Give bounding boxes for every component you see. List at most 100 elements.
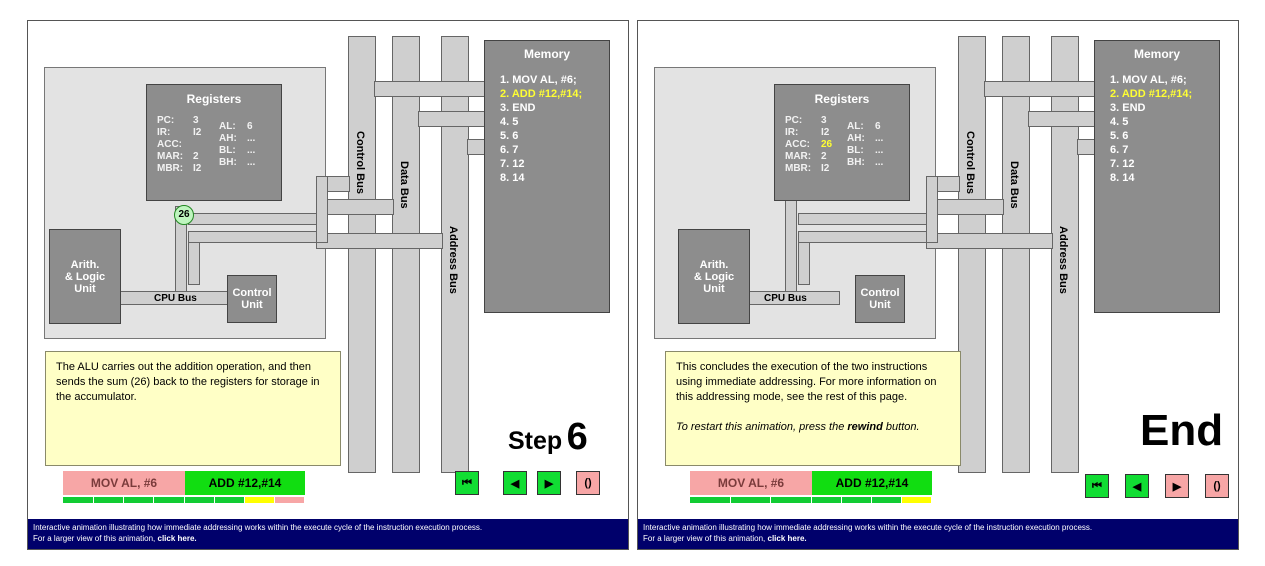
step-back-button[interactable]: ◀ (503, 471, 527, 495)
progress-segment (842, 497, 872, 503)
memory-item: 8. 14 (500, 172, 525, 184)
registers-title: Registers (814, 92, 870, 106)
cpu-bus-control-h (188, 231, 318, 243)
footer-link[interactable]: click here. (767, 534, 807, 543)
progress-segment (690, 497, 731, 503)
registers-box: Registers PC:3 IR:I2 ACC:26 MAR:2 MBR:I2… (774, 84, 910, 201)
footer-link[interactable]: click here. (157, 534, 197, 543)
registers-right: AL:6 AH:... BL:... BH:... (219, 121, 255, 169)
progress-bar (690, 497, 932, 503)
reg-label: MAR: (157, 151, 184, 162)
instruction-2: ADD #12,#14 (185, 471, 305, 495)
autoplay-icon: () (584, 477, 592, 489)
control-bus-label: Control Bus (964, 131, 976, 194)
step-forward-button[interactable]: ▶ (537, 471, 561, 495)
reg-value: 3 (193, 115, 199, 126)
memory-link-1 (374, 81, 486, 97)
address-bus-label: Address Bus (1057, 226, 1069, 294)
reg-label: BL: (219, 145, 236, 156)
autoplay-button[interactable]: () (576, 471, 600, 495)
reg-value: ... (875, 145, 884, 156)
progress-bar (63, 497, 305, 503)
restart-hint: To restart this animation, press the rew… (676, 420, 950, 435)
autoplay-icon: () (1213, 480, 1221, 492)
memory-item: 5. 6 (500, 130, 519, 142)
cpu-address-link (316, 233, 443, 249)
footer-line2: For a larger view of this animation, (33, 534, 158, 543)
footer-line1: Interactive animation illustrating how i… (643, 523, 1093, 532)
info-text: This concludes the execution of the two … (676, 361, 937, 403)
memory-link-2 (418, 111, 486, 127)
progress-segment (185, 497, 215, 503)
reg-label: ACC: (157, 139, 182, 150)
memory-item: 3. END (500, 102, 536, 114)
rewind-button[interactable]: ⏮ (455, 471, 479, 495)
progress-segment (731, 497, 771, 503)
footer-line1: Interactive animation illustrating how i… (33, 523, 483, 532)
memory-item: 1. MOV AL, #6; (1110, 74, 1187, 86)
reg-value: ... (875, 157, 884, 168)
restart-hint-suffix: button. (882, 421, 920, 433)
progress-segment (771, 497, 812, 503)
data-bus (1002, 36, 1030, 473)
memory-item: 5. 6 (1110, 130, 1129, 142)
registers-left: PC:3 IR:I2 ACC:26 MAR:2 MBR:I2 (785, 115, 832, 175)
instruction-1: MOV AL, #6 (63, 471, 185, 495)
reg-value: ... (247, 157, 256, 168)
reg-label: MBR: (785, 163, 812, 174)
reg-value-acc: 26 (821, 139, 833, 150)
reg-value: I2 (193, 163, 202, 174)
rewind-icon: ⏮ (462, 476, 472, 489)
address-bus (1051, 36, 1079, 473)
data-bus-label: Data Bus (1008, 161, 1020, 209)
reg-label: PC: (785, 115, 803, 126)
step-forward-button[interactable]: ▶ (1165, 474, 1189, 498)
cpu-bus-top (798, 213, 928, 225)
step-back-icon: ◀ (1132, 480, 1142, 493)
alu-box: Arith. & Logic Unit (49, 229, 121, 324)
progress-segment-current (245, 497, 275, 503)
end-label: End (1140, 406, 1224, 455)
progress-segment (872, 497, 902, 503)
progress-segment (63, 497, 94, 503)
animation-panel-step6: CPU Bus Registers PC:3 IR:I2 ACC: MAR:2 … (27, 20, 629, 550)
step-indicator: Step 6 (508, 416, 588, 459)
control-bus (348, 36, 376, 473)
data-bus-label: Data Bus (398, 161, 410, 209)
data-bus (392, 36, 420, 473)
reg-label: IR: (157, 127, 171, 138)
memory-title: Memory (523, 47, 570, 61)
reg-value: I2 (821, 127, 830, 138)
reg-label: AL: (219, 121, 236, 132)
progress-segment (154, 497, 185, 503)
reg-value: 6 (875, 121, 881, 132)
memory-item: 7. 12 (500, 158, 525, 170)
instruction-2: ADD #12,#14 (812, 471, 932, 495)
data-token: 26 (174, 205, 194, 225)
reg-label: AH: (847, 133, 865, 144)
info-box: This concludes the execution of the two … (665, 351, 961, 466)
memory-item: 4. 5 (1110, 116, 1129, 128)
animation-panel-end: CPU Bus Registers PC:3 IR:I2 ACC:26 MAR:… (637, 20, 1239, 550)
footer: Interactive animation illustrating how i… (638, 519, 1238, 549)
reg-label: BH: (219, 157, 237, 168)
cpu-bus-right (926, 176, 938, 243)
control-bus (958, 36, 986, 473)
step-back-button[interactable]: ◀ (1125, 474, 1149, 498)
progress-segment (812, 497, 842, 503)
memory-link-1 (984, 81, 1096, 97)
progress-segment-current (902, 497, 932, 503)
rewind-icon: ⏮ (1092, 479, 1102, 492)
info-text: The ALU carries out the addition operati… (56, 361, 320, 403)
rewind-button[interactable]: ⏮ (1085, 474, 1109, 498)
alu-box: Arith. & Logic Unit (678, 229, 750, 324)
memory-item: 8. 14 (1110, 172, 1135, 184)
step-forward-icon: ▶ (1172, 480, 1182, 493)
memory-list: 1. MOV AL, #6; 2. ADD #12,#14; 3. END 4.… (500, 73, 582, 185)
step-forward-icon: ▶ (544, 477, 554, 490)
cpu-bus-label: CPU Bus (154, 293, 197, 304)
reg-label: BH: (847, 157, 865, 168)
autoplay-button[interactable]: () (1205, 474, 1229, 498)
registers-box: Registers PC:3 IR:I2 ACC: MAR:2 MBR:I2 A… (146, 84, 282, 201)
reg-label: MAR: (785, 151, 812, 162)
